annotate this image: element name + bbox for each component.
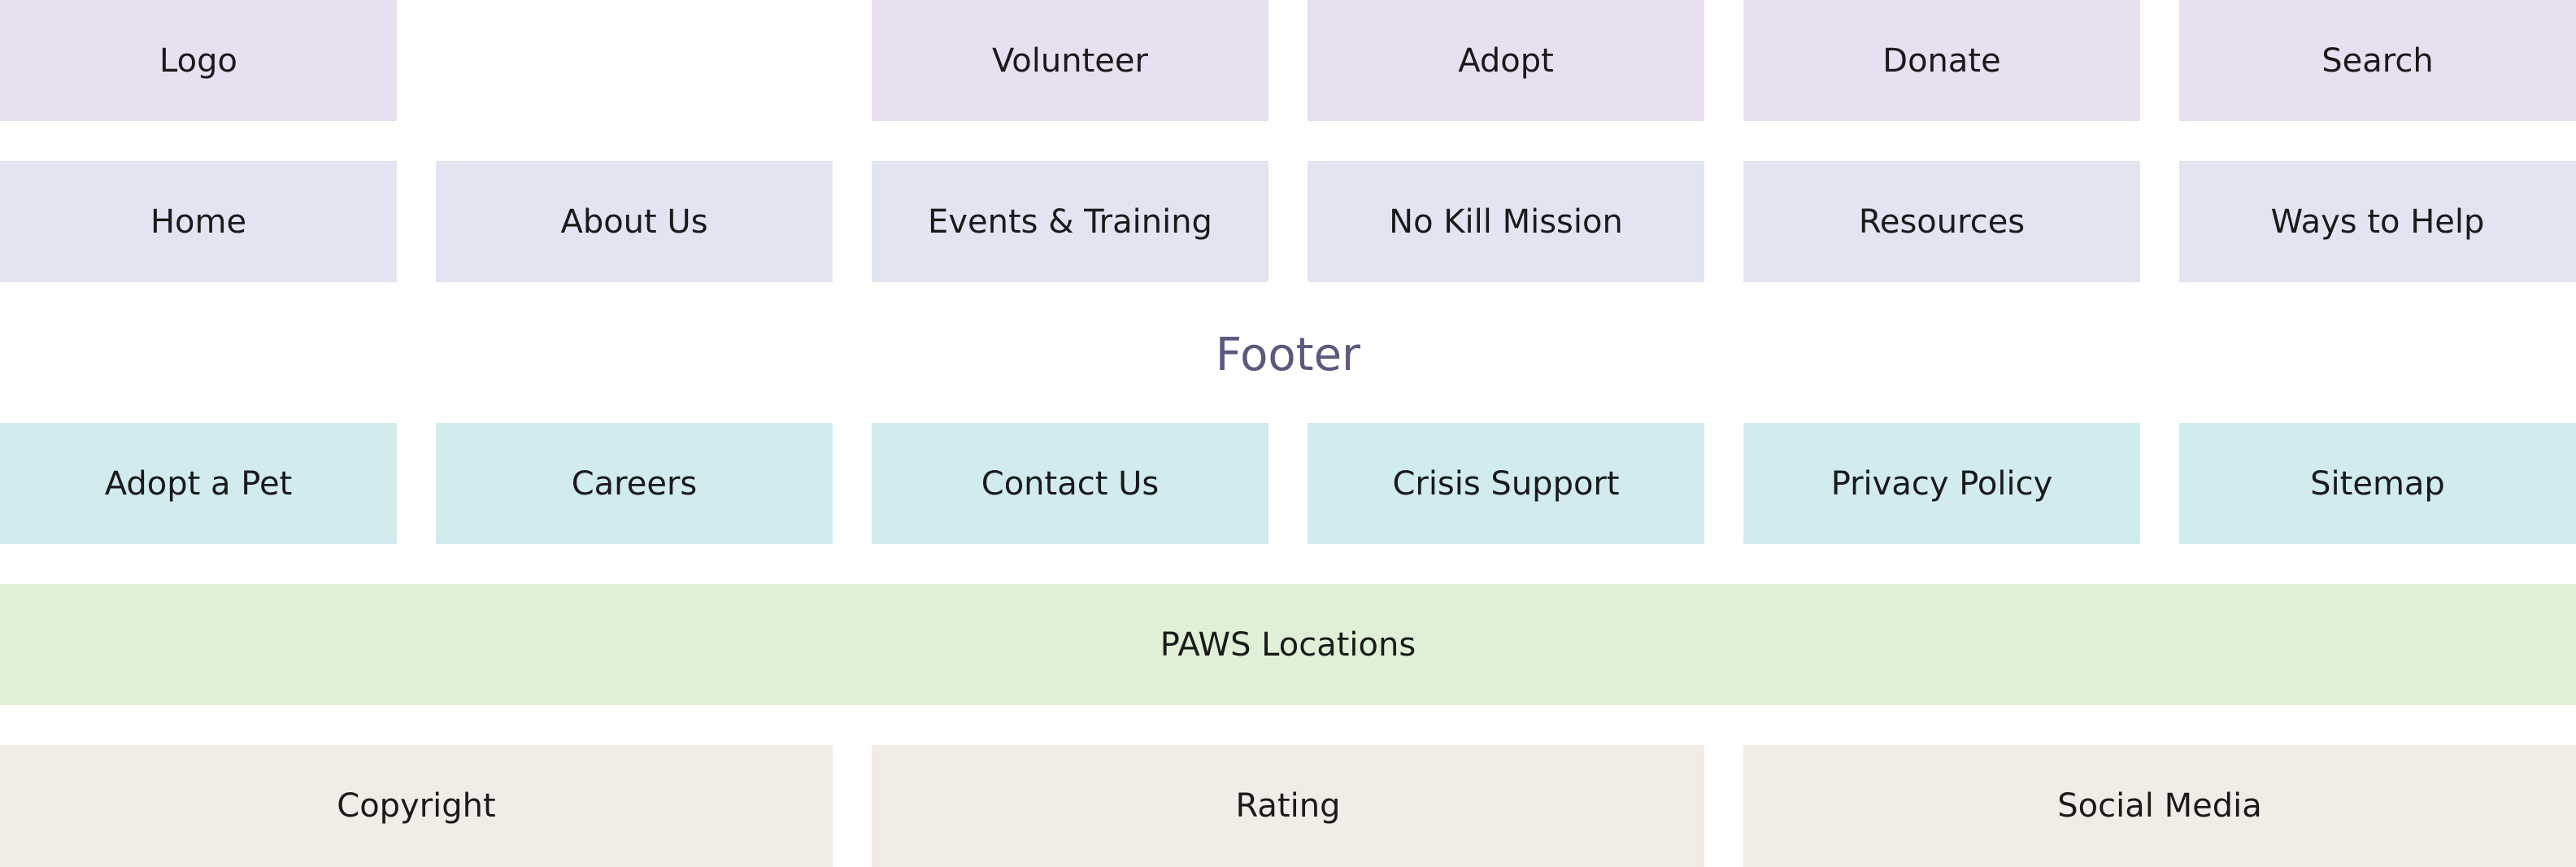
- copyright-block: Copyright: [0, 745, 833, 867]
- footer-link-careers[interactable]: Careers: [436, 423, 833, 544]
- logo-block[interactable]: Logo: [0, 0, 397, 121]
- footer-link-privacy-policy[interactable]: Privacy Policy: [1743, 423, 2140, 544]
- rating-block: Rating: [872, 745, 1704, 867]
- footer-section-title: Footer: [1215, 328, 1361, 381]
- social-media-block[interactable]: Social Media: [1743, 745, 2576, 867]
- footer-link-sitemap[interactable]: Sitemap: [2179, 423, 2576, 544]
- adopt-button[interactable]: Adopt: [1308, 0, 1704, 121]
- nav-item-no-kill-mission[interactable]: No Kill Mission: [1308, 161, 1704, 282]
- footer-link-crisis-support[interactable]: Crisis Support: [1308, 423, 1704, 544]
- volunteer-button[interactable]: Volunteer: [872, 0, 1268, 121]
- nav-item-ways-to-help[interactable]: Ways to Help: [2179, 161, 2576, 282]
- footer-link-contact-us[interactable]: Contact Us: [872, 423, 1268, 544]
- search-button[interactable]: Search: [2179, 0, 2576, 121]
- nav-item-home[interactable]: Home: [0, 161, 397, 282]
- nav-item-events-training[interactable]: Events & Training: [872, 161, 1268, 282]
- nav-item-resources[interactable]: Resources: [1743, 161, 2140, 282]
- donate-button[interactable]: Donate: [1743, 0, 2140, 121]
- nav-item-about-us[interactable]: About Us: [436, 161, 833, 282]
- paws-locations-block[interactable]: PAWS Locations: [0, 584, 2576, 705]
- footer-link-adopt-a-pet[interactable]: Adopt a Pet: [0, 423, 397, 544]
